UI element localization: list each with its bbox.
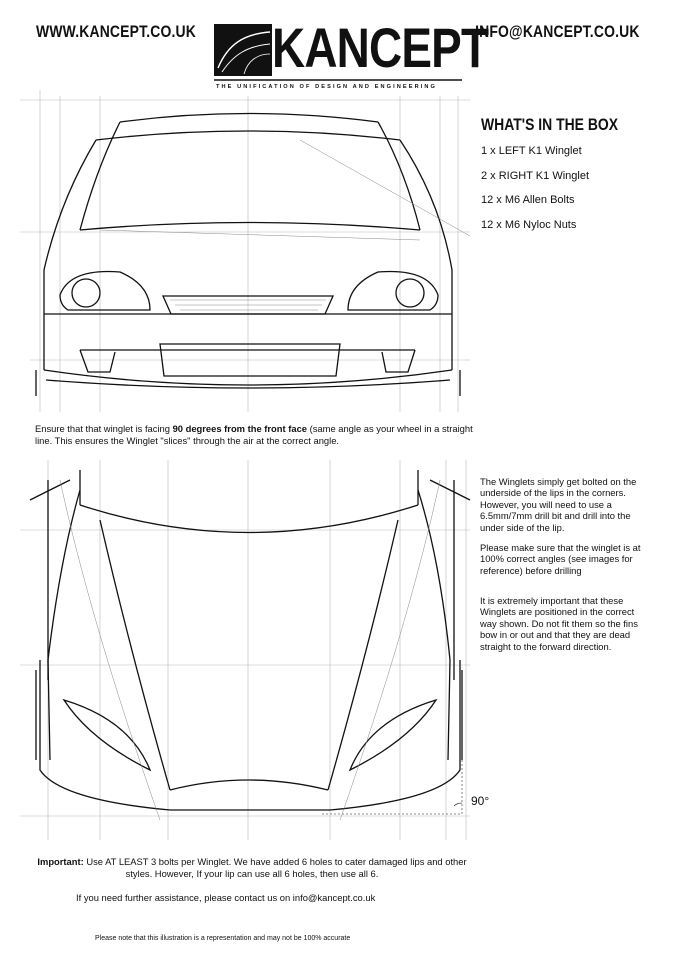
- instruction-lead: Ensure that that winglet is facing: [35, 423, 173, 434]
- angle-label: 90°: [471, 794, 490, 808]
- disclaimer-text: Please note that this illustration is a …: [95, 935, 351, 942]
- fitting-note: The Winglets simply get bolted on the un…: [480, 476, 637, 533]
- orientation-note: It is extremely important that these Win…: [480, 595, 638, 652]
- kancept-logo: KANCEPT: [214, 18, 489, 80]
- box-item: 12 x M6 Allen Bolts: [481, 194, 575, 206]
- email-link[interactable]: INFO@KANCEPT.CO.UK: [475, 22, 640, 41]
- box-item: 12 x M6 Nyloc Nuts: [481, 219, 577, 231]
- important-text: Use AT LEAST 3 bolts per Winglet. We hav…: [83, 856, 467, 879]
- angle-note: Please make sure that the winglet is at …: [480, 542, 641, 576]
- website-link[interactable]: WWW.KANCEPT.CO.UK: [36, 22, 196, 41]
- box-item: 1 x LEFT K1 Winglet: [481, 145, 582, 157]
- logo-wordmark: KANCEPT: [272, 16, 489, 79]
- instruction-emphasis: 90 degrees from the front face: [172, 423, 307, 434]
- tagline: THE UNIFICATION OF DESIGN AND ENGINEERIN…: [216, 84, 437, 90]
- box-contents-title: WHAT'S IN THE BOX: [481, 115, 619, 134]
- angle-instruction: Ensure that that winglet is facing 90 de…: [35, 423, 485, 447]
- assistance-text: If you need further assistance, please c…: [76, 892, 376, 903]
- box-item: 2 x RIGHT K1 Winglet: [481, 170, 589, 182]
- instruction-rest: (same angle as your wheel in a straight …: [35, 423, 473, 446]
- important-note: Important: Use AT LEAST 3 bolts per Wing…: [37, 856, 467, 879]
- important-label: Important:: [37, 856, 84, 867]
- logo-emblem: [214, 24, 272, 76]
